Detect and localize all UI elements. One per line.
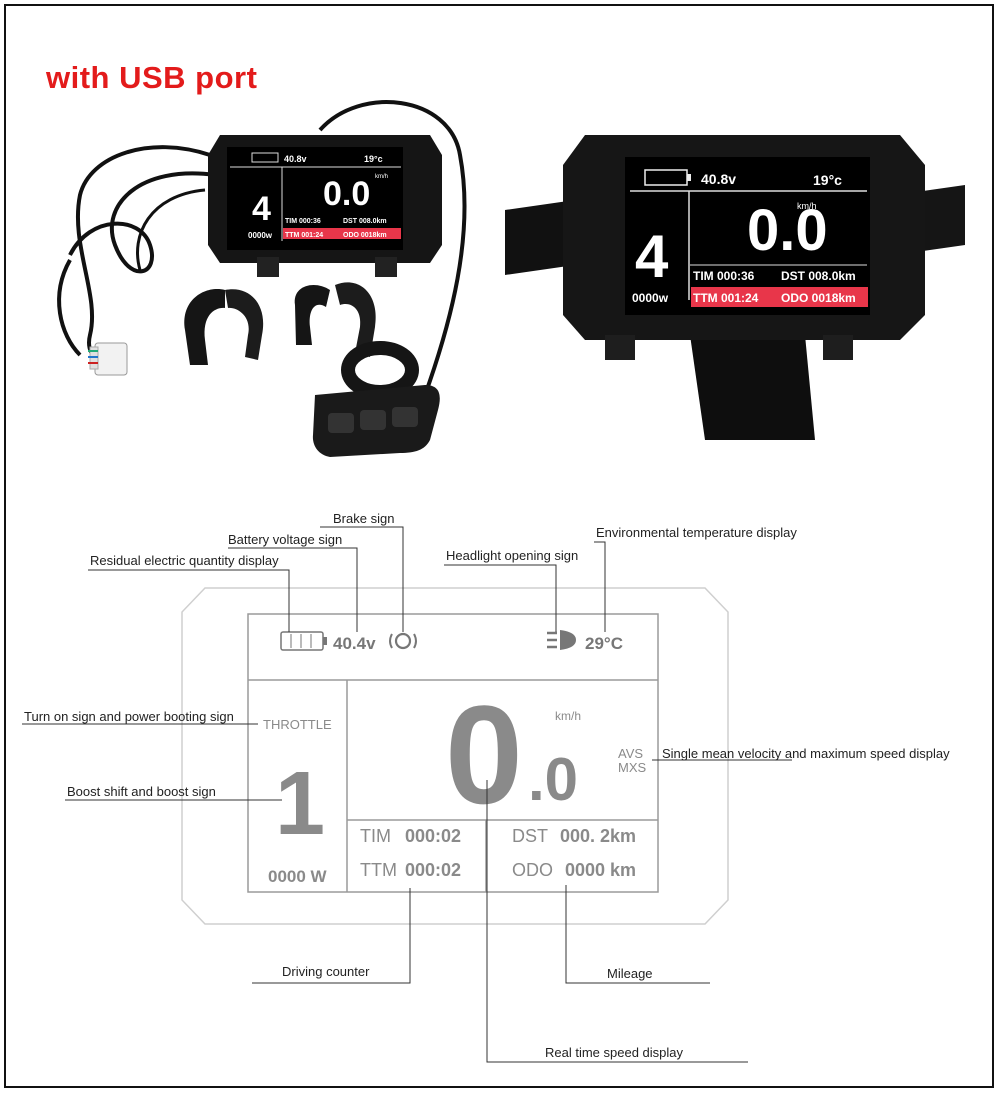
diagram-speed-decimal: .0 [528, 746, 578, 813]
diagram-avs: AVS [618, 746, 643, 761]
right-photo-tim: TIM 000:36 [693, 269, 755, 283]
left-photo-speed: 0.0 [323, 175, 370, 213]
left-photo-speed-unit: km/h [375, 174, 388, 180]
left-photo-gear: 4 [252, 190, 271, 228]
left-photo-odo: ODO 0018km [343, 232, 387, 239]
image-frame [4, 4, 994, 1088]
diagram-temperature: 29°C [585, 634, 623, 653]
battery-icon [280, 631, 327, 651]
right-photo-dst: DST 008.0km [781, 269, 856, 283]
right-photo-speed: 0.0 [747, 198, 828, 263]
right-photo-ttm: TTM 001:24 [693, 291, 759, 305]
left-photo-ttm: TTM 001:24 [285, 232, 323, 239]
annotation-residual-quantity: Residual electric quantity display [90, 553, 279, 568]
left-photo-voltage: 40.8v [284, 154, 307, 164]
leader-lines [22, 526, 792, 1063]
diagram-dst-value: 000. 2km [560, 826, 636, 846]
left-photo-dst: DST 008.0km [343, 218, 387, 225]
diagram-tim-label: TIM [360, 826, 391, 846]
right-photo-odo: ODO 0018km [781, 291, 856, 305]
diagram-ttm-value: 000:02 [405, 860, 461, 880]
diagram-power: 0000 W [268, 867, 328, 886]
usb-port-title: with USB port [46, 60, 258, 95]
right-photo-speed-unit: km/h [797, 201, 817, 211]
right-photo-voltage: 40.8v [701, 171, 736, 187]
right-photo-power: 0000w [632, 291, 669, 305]
annotation-env-temperature: Environmental temperature display [596, 525, 797, 540]
left-photo-temperature: 19°c [364, 154, 383, 164]
diagram-speed-integer: 0 [445, 676, 523, 833]
annotation-brake-sign: Brake sign [333, 511, 395, 526]
diagram-throttle-label: THROTTLE [263, 717, 332, 732]
left-photo-tim: TIM 000:36 [285, 218, 321, 225]
annotation-boost-sign: Boost shift and boost sign [67, 784, 216, 799]
headlight-icon [547, 630, 576, 650]
diagram-gear: 1 [275, 754, 325, 854]
display-diagram: 40.4v 29°C THROTTLE 1 0000 W km/h 0 .0 A… [22, 526, 792, 1063]
annotation-realtime-speed: Real time speed display [545, 1045, 684, 1060]
annotation-driving-counter: Driving counter [282, 964, 370, 979]
right-photo-gear: 4 [635, 223, 669, 290]
diagram-odo-value: 0000 km [565, 860, 636, 880]
diagram-tim-value: 000:02 [405, 826, 461, 846]
right-photo-temperature: 19°c [813, 172, 842, 188]
product-photo-left: 40.8v 19°c 4 0000w 0.0 km/h TIM 000:36 D… [57, 100, 467, 457]
annotation-turn-on-sign: Turn on sign and power booting sign [24, 709, 234, 724]
annotation-mean-velocity: Single mean velocity and maximum speed d… [662, 746, 950, 761]
annotation-headlight: Headlight opening sign [446, 548, 579, 563]
diagram-voltage: 40.4v [333, 634, 376, 653]
diagram-mxs: MXS [618, 760, 647, 775]
left-photo-power: 0000w [248, 231, 273, 240]
diagram-ttm-label: TTM [360, 860, 397, 880]
annotation-battery-voltage: Battery voltage sign [228, 532, 343, 547]
diagram-odo-label: ODO [512, 860, 553, 880]
product-photo-right: 40.8v 19°c 4 0000w 0.0 km/h TIM 000:36 D… [505, 135, 965, 440]
annotation-mileage: Mileage [607, 966, 653, 981]
diagram-dst-label: DST [512, 826, 548, 846]
brake-icon [389, 632, 417, 650]
diagram-speed-unit: km/h [555, 709, 581, 723]
